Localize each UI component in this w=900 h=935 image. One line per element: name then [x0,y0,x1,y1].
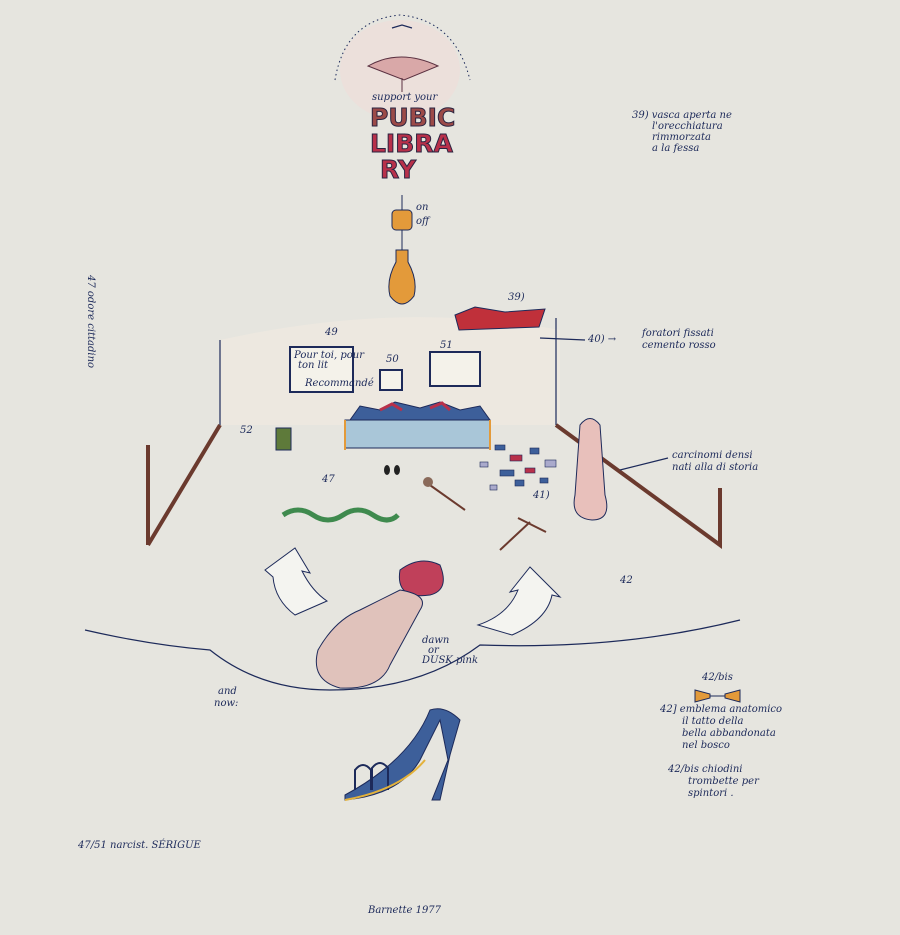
svg-text:now:: now: [214,698,238,709]
svg-text:spintori .: spintori . [688,788,734,799]
svg-text:40) →: 40) → [587,334,617,345]
tree-icon [366,24,440,92]
svg-text:a la fessa: a la fessa [652,143,699,154]
edition-note: 47/51 narcist. SÉRIGUE [77,839,202,851]
switch-off-label: off [416,216,431,227]
poster-line-3: RY [380,155,417,184]
small-frame [379,369,403,391]
high-heel-shoe [344,708,461,801]
svg-text:39) vasca aperta ne: 39) vasca aperta ne [632,110,732,121]
svg-text:carcinomi densi: carcinomi densi [672,450,753,461]
note-carcinomi: carcinomi densi nati alla di storia [619,450,758,473]
mallet-head [423,477,433,487]
label-39: 39) [508,292,525,303]
note-39: 39) vasca aperta ne l'orecchiatura rimmo… [632,110,732,154]
rubble [479,444,557,491]
poster-line-2: LIBRA [370,129,454,158]
svg-text:42] emblema anatomico: 42] emblema anatomico [659,704,782,715]
note-dusk-pink: dawn or DUSK pink [421,635,478,666]
svg-text:nati alla di storia: nati alla di storia [672,462,758,473]
note-42bis-tag: 42/bis [701,672,733,683]
svg-text:DUSK pink: DUSK pink [421,655,478,666]
svg-text:Recommandé: Recommandé [304,378,374,389]
clock-frame [429,351,481,387]
mallet-icon [426,482,466,511]
svg-text:foratori fissati: foratori fissati [641,328,714,339]
label-47: 47 [321,474,335,485]
svg-text:or: or [428,645,440,656]
svg-text:trombette per: trombette per [688,776,760,787]
svg-text:nel bosco: nel bosco [682,740,730,751]
label-49: 49 [324,327,338,338]
switch-on-label: on [416,202,428,213]
white-arrow-left [264,547,329,616]
label-52: 52 [240,425,253,436]
note-left-vertical: 47 odore cittadino [85,274,96,368]
note-40: 40) → foratori fissati cemento rosso [539,328,716,351]
poster-tagline: support your [372,92,438,103]
note-42bis: 42/bis chiodini trombette per spintori . [667,764,760,799]
svg-text:bella abbandonata: bella abbandonata [682,728,776,739]
label-42: 42 [619,575,633,586]
svg-text:Pour toi, pour: Pour toi, pour [293,350,365,361]
white-arrow-right [476,566,562,636]
brick-hole [454,306,546,331]
svg-text:dawn: dawn [422,635,449,646]
pickaxe-icon [499,517,547,551]
slippers-icon [384,465,400,475]
red-head [398,560,444,597]
bed-with-books [344,401,491,450]
light-bulb-icon [388,230,416,305]
trumpet-icon [694,689,741,703]
ground-outline [84,619,741,691]
note-42: 42] emblema anatomico il tatto della bel… [659,704,782,751]
svg-text:and: and [218,686,237,697]
artist-signature: Barnette 1977 [367,905,442,916]
label-41: 41) [532,490,550,501]
svg-text:il tatto della: il tatto della [682,716,744,727]
svg-text:l'orecchiatura: l'orecchiatura [652,121,723,132]
poster-line-1: PUBIC [370,103,455,132]
trash-can-icon [275,427,292,451]
label-51: 51 [440,340,453,351]
pink-column-sculpture [573,418,608,521]
label-50: 50 [386,354,399,365]
svg-text:ton lit: ton lit [298,360,329,371]
green-snake [281,507,400,523]
pink-sculpture [315,589,423,689]
framed-note: Pour toi, pour ton lit Recommandé [289,346,374,393]
svg-text:cemento rosso: cemento rosso [642,340,716,351]
svg-text:rimmorzata: rimmorzata [652,132,711,143]
svg-text:42/bis chiodini: 42/bis chiodini [667,764,743,775]
note-and-now: and now: [214,686,238,709]
lamp-switch-icon: on off [391,195,431,231]
